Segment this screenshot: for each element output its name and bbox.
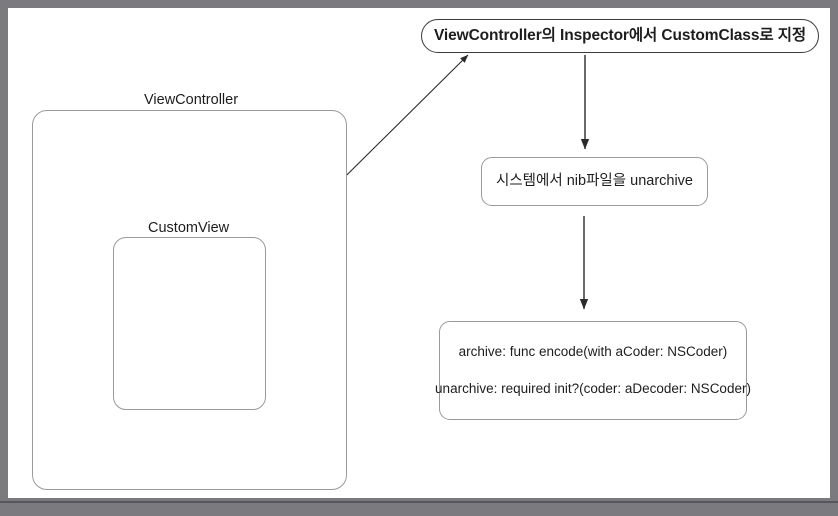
nib-unarchive-node[interactable]: 시스템에서 nib파일을 unarchive (481, 157, 708, 206)
archive-method-label: archive: func encode(with aCoder: NSCode… (458, 343, 728, 359)
inspector-custom-class-node[interactable]: ViewController의 Inspector에서 CustomClass로… (421, 19, 819, 53)
customview-caption: CustomView (148, 220, 230, 236)
diagram-canvas: ViewController CustomView ViewController… (8, 8, 830, 498)
archive-methods-node[interactable]: archive: func encode(with aCoder: NSCode… (435, 321, 751, 420)
unarchive-method-label: unarchive: required init?(coder: aDecode… (435, 380, 751, 396)
inspector-custom-class-label: ViewController의 Inspector에서 CustomClass로… (433, 27, 807, 45)
customview-container[interactable] (113, 237, 266, 410)
nib-unarchive-label: 시스템에서 nib파일을 unarchive (496, 173, 693, 190)
viewcontroller-caption: ViewController (144, 92, 239, 108)
window-bottom-rule (0, 501, 838, 503)
